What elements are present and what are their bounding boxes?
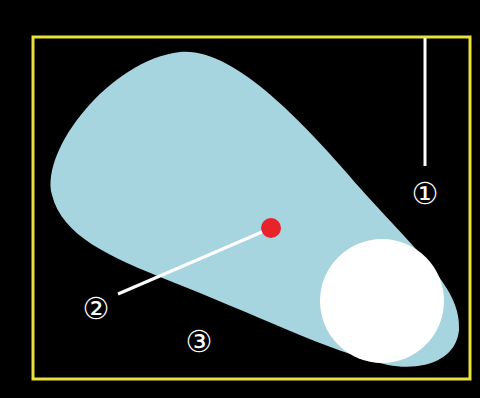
- nucleus-dot: [261, 218, 281, 238]
- callout-number: ①: [412, 179, 439, 209]
- callout-number: ②: [83, 294, 110, 324]
- frame-border: [33, 37, 470, 379]
- coma-tail: [51, 52, 460, 367]
- leader-line: [118, 232, 262, 294]
- bright-nucleus: [320, 239, 444, 363]
- callout-number: ③: [186, 327, 213, 357]
- leader-line: [424, 38, 427, 166]
